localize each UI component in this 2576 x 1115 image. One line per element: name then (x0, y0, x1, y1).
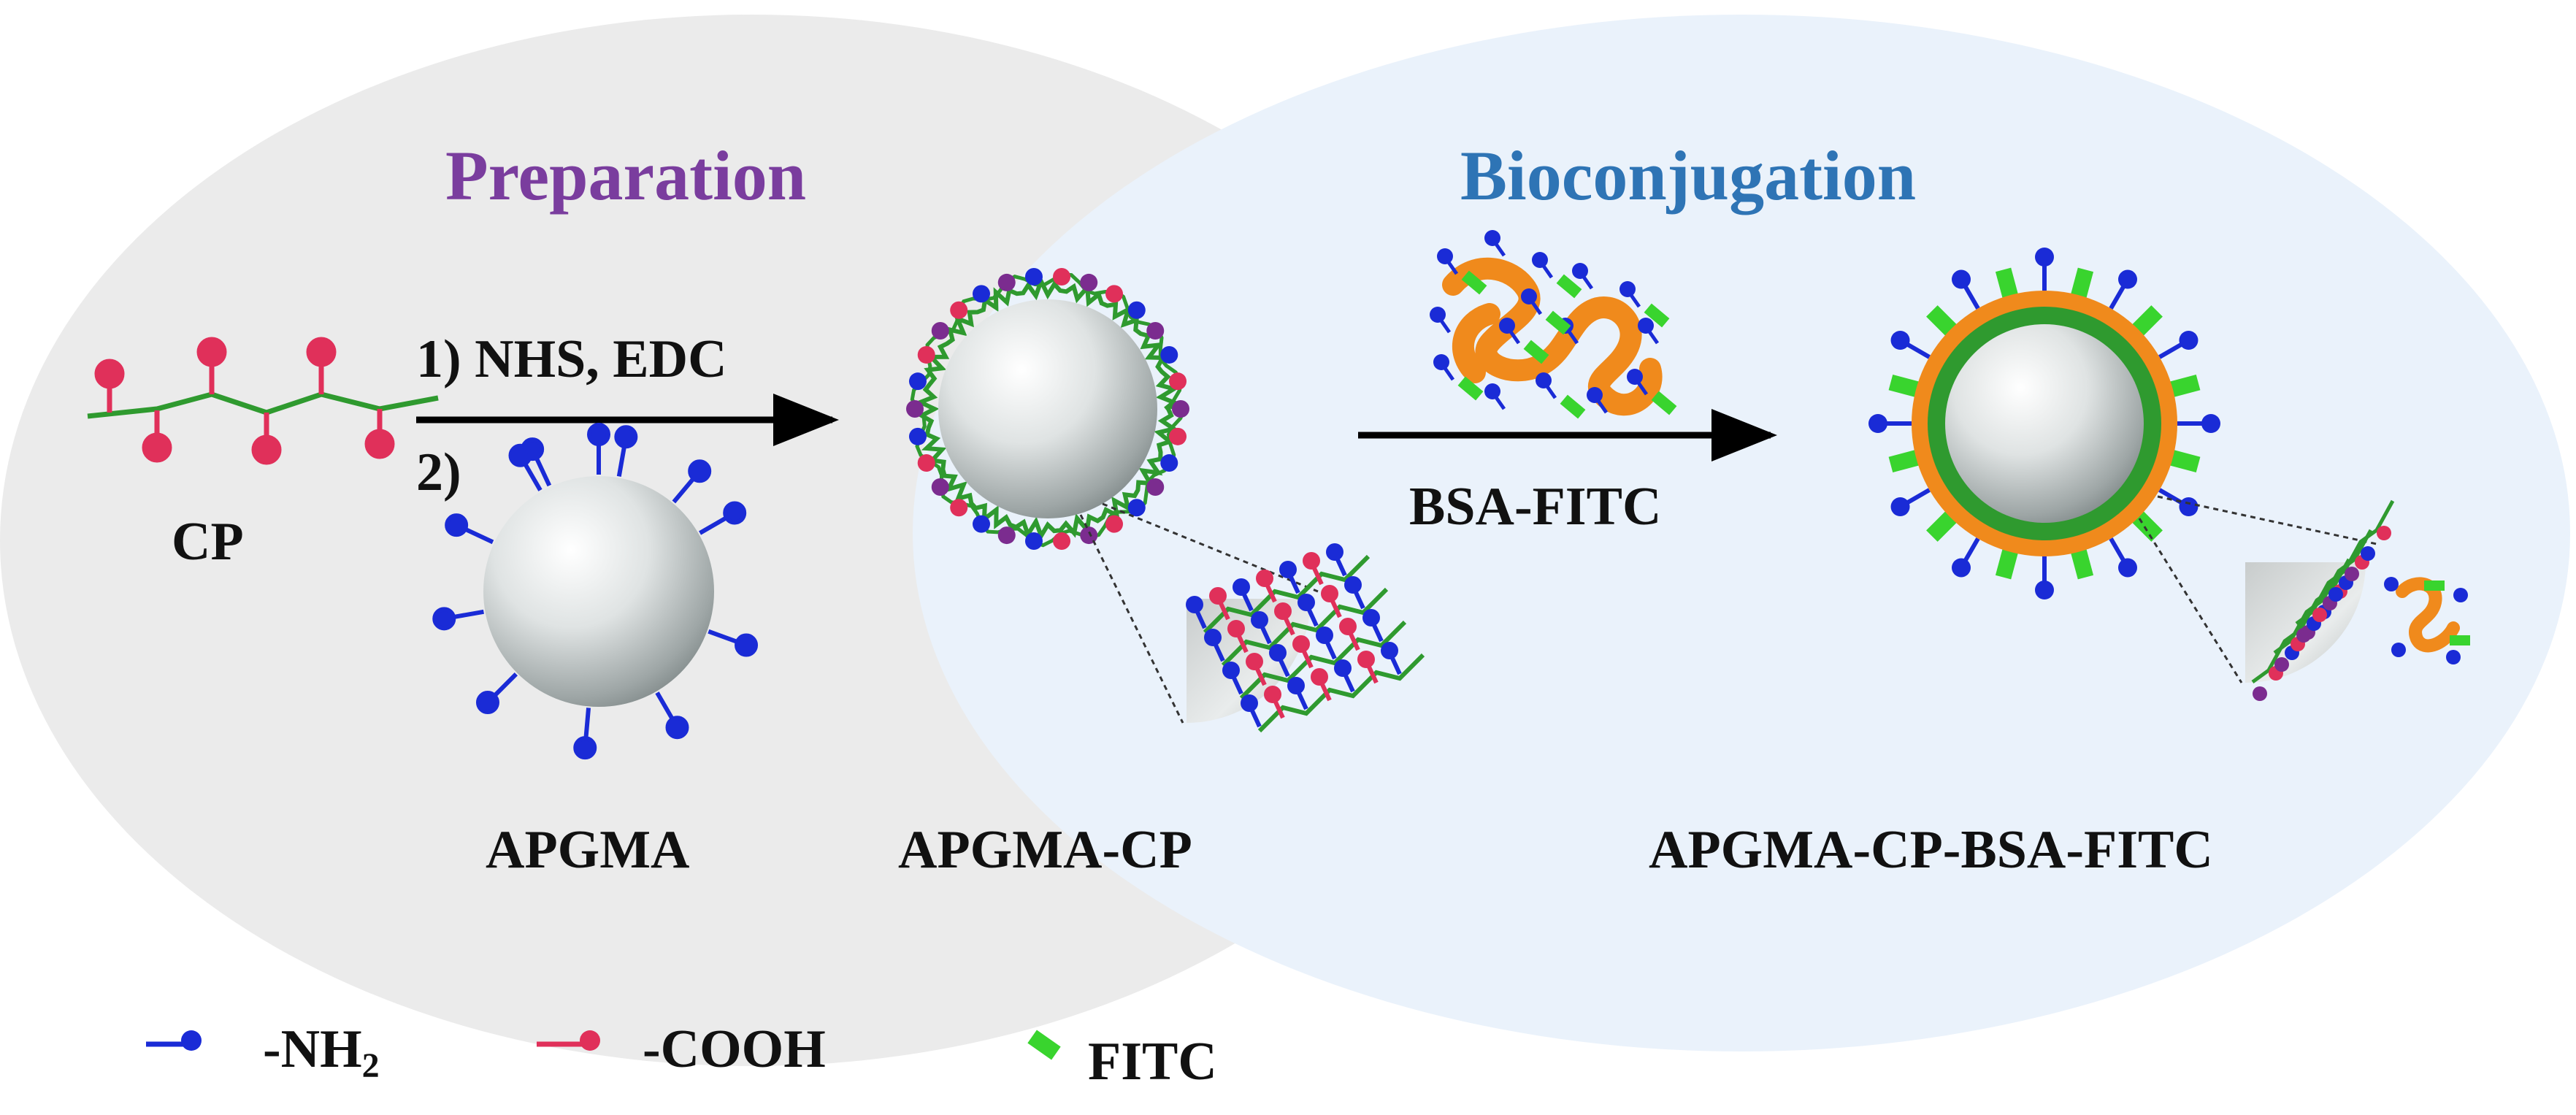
cp-polymer (87, 337, 439, 465)
legend-nh2: -NH2 (263, 1019, 380, 1086)
bsa-fitc-protein (1430, 230, 1677, 419)
nh2-group-icon (146, 1030, 202, 1051)
step1-label: 1) NHS, EDC (416, 329, 727, 389)
apgma-cp-bsa-fitc-particle (1868, 248, 2470, 701)
step2-label: 2) (416, 442, 461, 502)
legend-cooh: -COOH (643, 1019, 826, 1079)
apgma-cp-label: APGMA-CP (898, 820, 1192, 880)
cooh-group-icon (537, 1030, 600, 1051)
preparation-title: Preparation (445, 137, 807, 215)
bioconjugation-region (913, 15, 2570, 1051)
apgma-label: APGMA (486, 820, 690, 880)
bioconjugation-title: Bioconjugation (1460, 137, 1917, 215)
fitc-marker-icon (1027, 1030, 1061, 1060)
apgma-cp-bsa-fitc-label: APGMA-CP-BSA-FITC (1649, 820, 2213, 880)
apgma-particle (432, 423, 759, 760)
bsa-fitc-label: BSA-FITC (1409, 477, 1662, 537)
legend-fitc: FITC (1088, 1032, 1217, 1092)
legend-nh2-subscript: 2 (361, 1046, 380, 1085)
legend-nh2-text: -NH (263, 1019, 362, 1079)
cp-label: CP (172, 512, 244, 572)
apgma-cp-particle (906, 267, 1425, 733)
